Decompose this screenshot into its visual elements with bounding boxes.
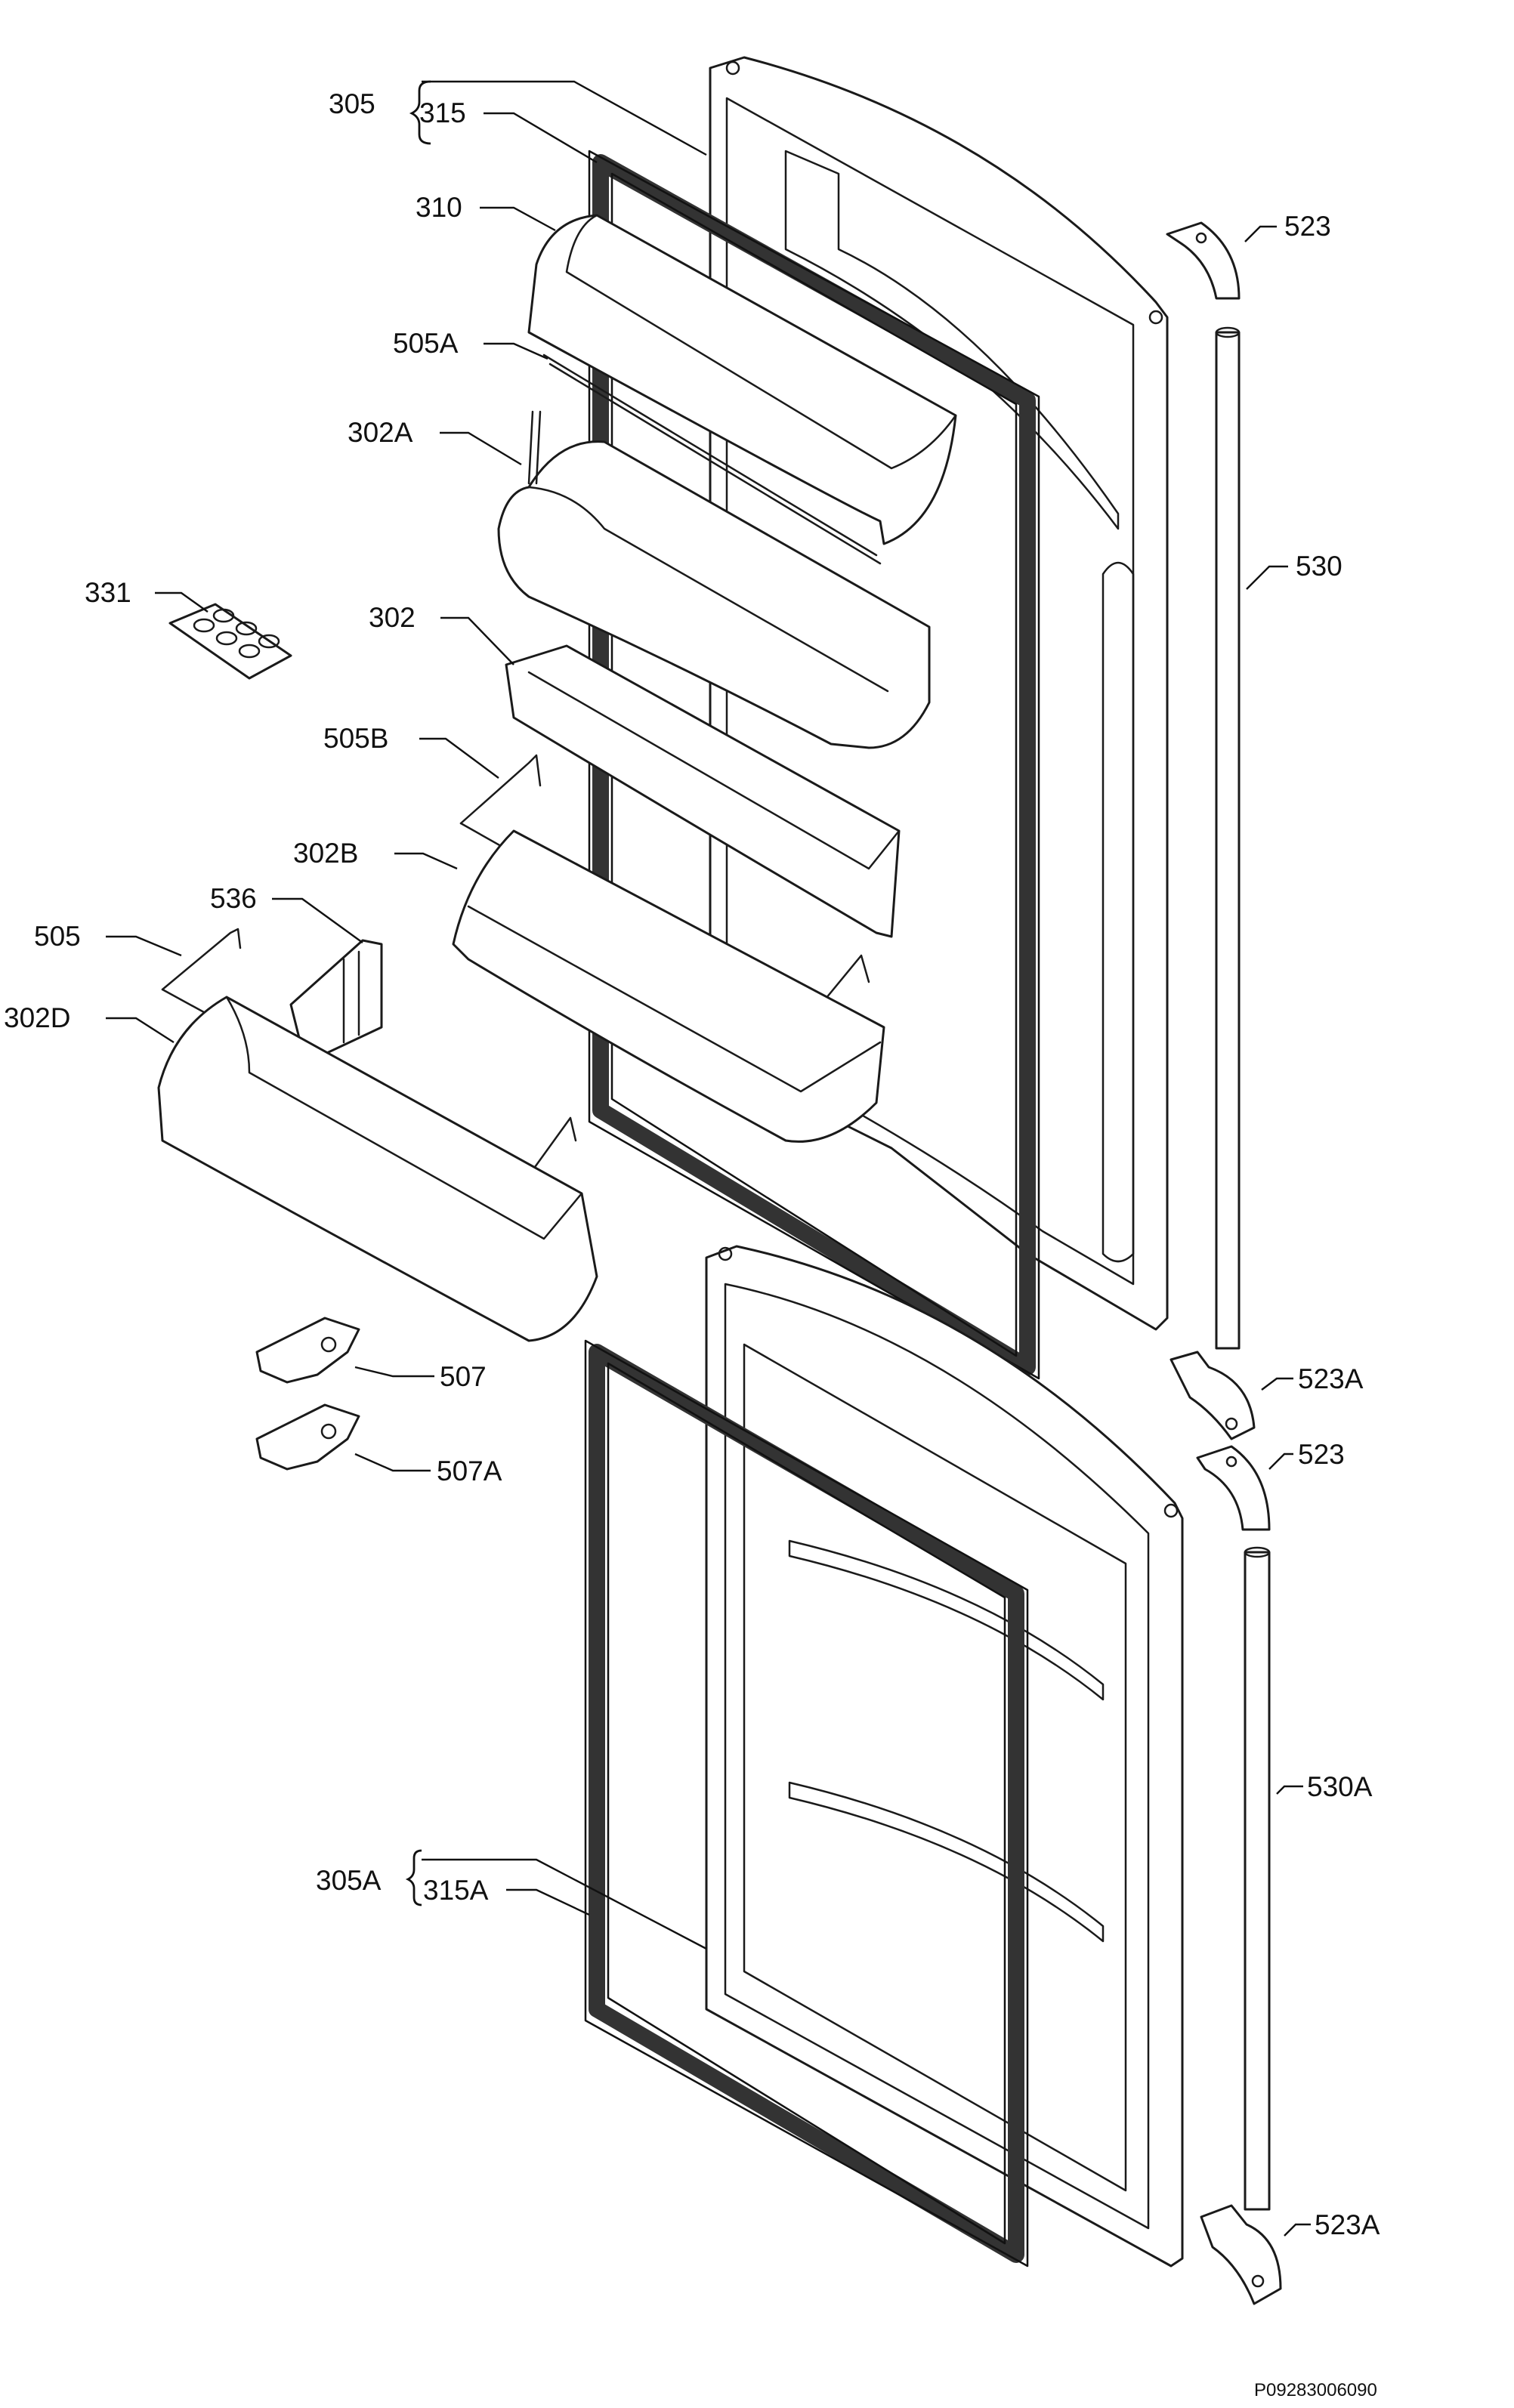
label-331: 331 bbox=[85, 577, 131, 608]
part-labels: 305 315 310 505A 302A 331 302 505B 302B … bbox=[4, 88, 1380, 2240]
label-507: 507 bbox=[440, 1361, 487, 1392]
leader-lines bbox=[106, 80, 1311, 2237]
label-523A-mid: 523A bbox=[1298, 1363, 1364, 1394]
label-530: 530 bbox=[1296, 551, 1343, 582]
handle-cap-523A-bot bbox=[1200, 2204, 1282, 2305]
hinge-507A bbox=[255, 1403, 360, 1471]
handle-cap-523-top bbox=[1166, 221, 1241, 300]
handle-bar-530A bbox=[1244, 1546, 1271, 2211]
label-530A: 530A bbox=[1307, 1771, 1373, 1802]
handle-bar-530 bbox=[1215, 326, 1241, 1350]
handle-cap-523A-mid bbox=[1169, 1351, 1256, 1440]
label-505: 505 bbox=[34, 921, 81, 952]
label-523A-bot: 523A bbox=[1315, 2209, 1380, 2240]
label-315: 315 bbox=[419, 97, 466, 128]
braces bbox=[405, 80, 431, 1906]
lower-door-gasket bbox=[584, 1339, 1029, 2268]
label-507A: 507A bbox=[437, 1456, 502, 1486]
label-305A: 305A bbox=[316, 1865, 382, 1896]
hinge-507 bbox=[255, 1317, 360, 1384]
label-302A: 302A bbox=[348, 417, 413, 448]
label-302: 302 bbox=[369, 602, 416, 633]
drawing-code: P09283006090 bbox=[1254, 2380, 1377, 2400]
label-310: 310 bbox=[416, 192, 462, 223]
label-305: 305 bbox=[329, 88, 375, 119]
label-523-mid: 523 bbox=[1298, 1439, 1345, 1470]
label-505A: 505A bbox=[393, 328, 459, 359]
bottle-shelf-302A bbox=[497, 410, 931, 749]
covered-shelf-310 bbox=[527, 214, 957, 545]
bottle-shelf-302D bbox=[157, 996, 598, 1342]
upper-door-gasket bbox=[588, 150, 1040, 1380]
label-315A: 315A bbox=[423, 1875, 489, 1906]
label-523-top: 523 bbox=[1284, 211, 1331, 242]
label-505B: 505B bbox=[323, 723, 388, 754]
egg-tray-331 bbox=[168, 603, 292, 680]
lower-door-panel bbox=[705, 1245, 1184, 2268]
bar-505A bbox=[542, 353, 882, 565]
shelf-302B bbox=[452, 829, 885, 1143]
shelf-302 bbox=[505, 644, 901, 938]
label-302B: 302B bbox=[293, 838, 358, 869]
label-536: 536 bbox=[210, 883, 257, 914]
handle-cap-523-mid bbox=[1196, 1445, 1271, 1531]
label-302D: 302D bbox=[4, 1002, 70, 1033]
